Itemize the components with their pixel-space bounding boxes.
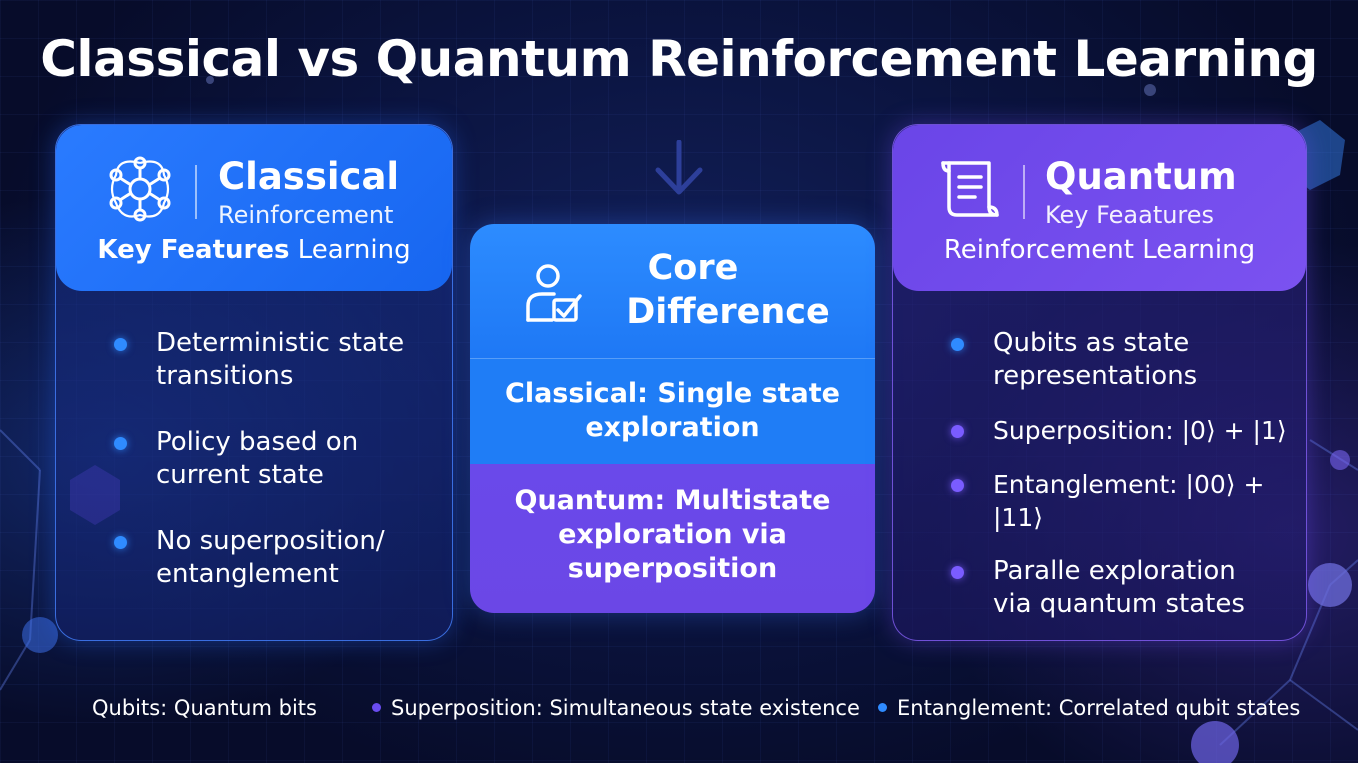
quantum-bullet-list: Qubits as state representations Superpos… [943, 327, 1303, 621]
core-classical-text: Classical: Single state exploration [470, 377, 875, 445]
classical-title: Classical [218, 155, 400, 198]
legend-dot [372, 702, 381, 712]
bullet-line: Policy based on [156, 427, 359, 457]
text-line: Quantum: Multistate [514, 485, 831, 516]
bullet-line: entanglement [156, 559, 339, 589]
bullet-dot [951, 338, 964, 351]
classical-card-header: Classical Reinforcement Key Features Lea… [56, 125, 452, 291]
core-title-line: Difference [626, 292, 830, 332]
bullet-line: via quantum states [993, 589, 1245, 619]
legend-text: Superposition: Simultaneous state existe… [391, 696, 860, 720]
list-item: Entanglement: |00⟩ + |11⟩ [943, 468, 1303, 534]
bullet-line: Qubits as state [993, 328, 1190, 358]
bullet-dot [951, 425, 964, 438]
header-divider [1023, 165, 1025, 219]
page-title: Classical vs Quantum Reinforcement Learn… [40, 30, 1318, 88]
bullet-dot [114, 437, 127, 450]
classical-learning: Learning [289, 235, 411, 265]
core-difference-card: Core Difference Classical: Single state … [470, 224, 875, 613]
quantum-title: Quantum [1045, 155, 1237, 198]
bullet-line: current state [156, 460, 324, 490]
core-difference-title: Core Difference [598, 246, 858, 334]
core-quantum-text: Quantum: Multistate exploration via supe… [470, 484, 875, 586]
text-line: Classical: Single state [505, 378, 840, 409]
classical-card: Classical Reinforcement Key Features Lea… [55, 124, 453, 641]
classical-subtitle: Reinforcement [218, 201, 394, 229]
quantum-header-line3: Reinforcement Learning [943, 235, 1256, 265]
bullet-dot [951, 479, 964, 492]
bullet-line: representations [993, 361, 1198, 391]
text-line: exploration [585, 412, 760, 443]
header-divider [195, 165, 197, 219]
classical-bullet-list: Deterministic state transitions Policy b… [106, 327, 446, 591]
quantum-card-header: Quantum Key Feaatures Reinforcement Lear… [893, 125, 1306, 291]
core-quantum-section: Quantum: Multistate exploration via supe… [470, 464, 875, 613]
quantum-card: Quantum Key Feaatures Reinforcement Lear… [892, 124, 1307, 641]
text-line: superposition [567, 553, 778, 584]
legend-text: Entanglement: Correlated qubit states [897, 696, 1301, 720]
classical-key-features: Key Features [97, 235, 290, 265]
list-item: Qubits as state representations [943, 327, 1303, 393]
bullet-line: Deterministic state [156, 328, 405, 358]
core-title-line: Core [647, 248, 739, 288]
bullet-line: Superposition: |0⟩ + |1⟩ [993, 416, 1287, 445]
bullet-line: Entanglement: |00⟩ + |11⟩ [993, 470, 1265, 532]
legend-text: Qubits: Quantum bits [92, 696, 317, 720]
legend-item-qubits: Qubits: Quantum bits [92, 696, 317, 720]
arrow-down-icon [655, 140, 703, 195]
list-item: Paralle exploration via quantum states [943, 555, 1303, 621]
list-item: Policy based on current state [106, 426, 446, 492]
user-check-icon [526, 264, 582, 322]
core-classical-section: Classical: Single state exploration [470, 358, 875, 464]
bullet-line: Paralle exploration [993, 556, 1236, 586]
list-item: Superposition: |0⟩ + |1⟩ [943, 414, 1303, 447]
legend-item-superposition: Superposition: Simultaneous state existe… [372, 696, 860, 720]
core-difference-header: Core Difference [470, 224, 875, 358]
bullet-dot [114, 536, 127, 549]
list-item: No superposition/ entanglement [106, 525, 446, 591]
neural-network-icon [109, 156, 171, 222]
legend-dot [878, 702, 887, 712]
bullet-dot [114, 338, 127, 351]
bullet-dot [951, 566, 964, 579]
bullet-line: transitions [156, 361, 294, 391]
text-line: exploration via [558, 519, 787, 550]
list-item: Deterministic state transitions [106, 327, 446, 393]
quantum-subtitle: Key Feaatures [1045, 201, 1215, 229]
legend-item-entanglement: Entanglement: Correlated qubit states [878, 696, 1300, 720]
classical-header-line3: Key Features Learning [56, 235, 452, 265]
document-scroll-icon [941, 161, 999, 217]
bullet-line: No superposition/ [156, 526, 385, 556]
